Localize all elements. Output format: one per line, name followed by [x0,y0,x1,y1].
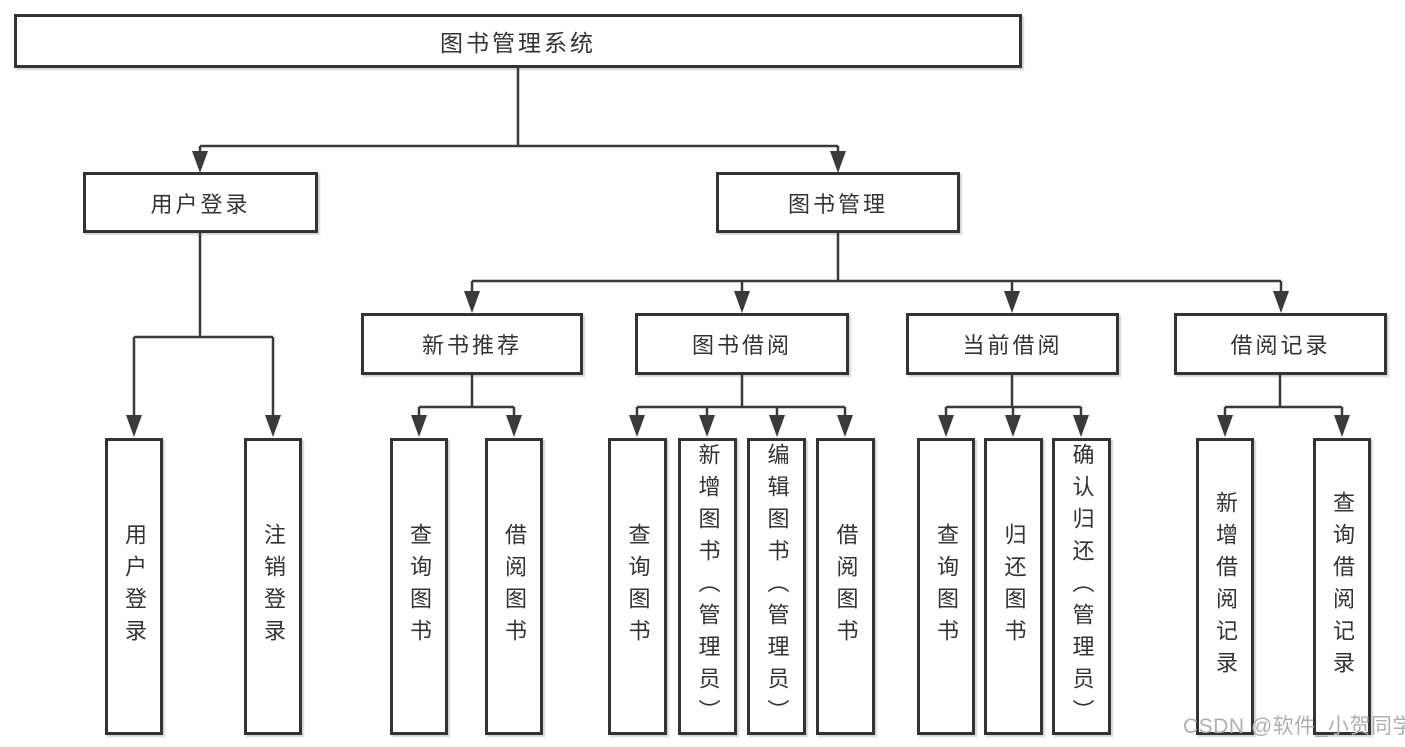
node-new-book-recommend: 新书推荐 [361,313,583,375]
connector-borrowing-records-to-leaves [1217,375,1350,437]
arrow-down-icon [837,415,853,437]
leaf-add-borrow-record: 新增借阅记录 [1196,438,1254,735]
arrow-down-icon [1073,415,1089,437]
leaf-query-books-borrowing: 查询图书 [608,438,667,735]
arrow-down-icon [506,415,522,437]
arrow-down-icon [411,415,427,437]
arrow-down-icon [1217,415,1233,437]
connector-user-login-to-leaves [126,233,281,437]
node-user-login: 用户登录 [83,172,318,233]
arrow-down-icon [464,291,480,313]
connector-line [635,375,847,419]
leaf-user-login: 用户登录 [105,438,163,735]
connector-book-management-to-level3 [464,233,1289,313]
leaf-edit-book-admin: 编辑图书（管理员） [747,438,806,735]
connector-line [944,375,1083,419]
connector-current-borrowing-to-leaves [938,375,1089,437]
node-book-management: 图书管理 [716,172,960,233]
arrow-down-icon [699,415,715,437]
connector-line [417,375,516,419]
connector-line [132,233,275,419]
arrow-down-icon [1334,415,1350,437]
node-borrowing-records: 借阅记录 [1174,313,1387,375]
connector-line [198,68,840,155]
arrow-down-icon [192,151,208,173]
node-book-borrowing: 图书借阅 [635,313,849,375]
leaf-confirm-return-admin: 确认归还（管理员） [1052,438,1111,735]
leaf-add-book-admin: 新增图书（管理员） [678,438,737,735]
arrow-down-icon [830,151,846,173]
connector-line [470,233,1283,295]
arrow-down-icon [769,415,785,437]
leaf-logout: 注销登录 [244,438,302,735]
connector-root-to-level2 [192,68,846,173]
arrow-down-icon [265,415,281,437]
arrow-down-icon [126,415,142,437]
node-root: 图书管理系统 [14,14,1022,68]
watermark: CSDN @软件_小贺同学 [1183,715,1405,738]
arrow-down-icon [734,291,750,313]
leaf-query-books-recommend: 查询图书 [390,438,448,735]
leaf-return-books: 归还图书 [984,438,1043,735]
arrow-down-icon [629,415,645,437]
leaf-borrow-books-borrowing: 借阅图书 [816,438,875,735]
arrow-down-icon [938,415,954,437]
leaf-query-books-current: 查询图书 [917,438,975,735]
connector-new-book-recommend-to-leaves [411,375,522,437]
arrow-down-icon [1004,291,1020,313]
connector-book-borrowing-to-leaves [629,375,853,437]
connector-line [1223,375,1344,419]
leaf-borrow-books-recommend: 借阅图书 [485,438,543,735]
node-current-borrowing: 当前借阅 [906,313,1119,375]
arrow-down-icon [1005,415,1021,437]
arrow-down-icon [1273,291,1289,313]
leaf-query-borrow-record: 查询借阅记录 [1313,438,1371,735]
